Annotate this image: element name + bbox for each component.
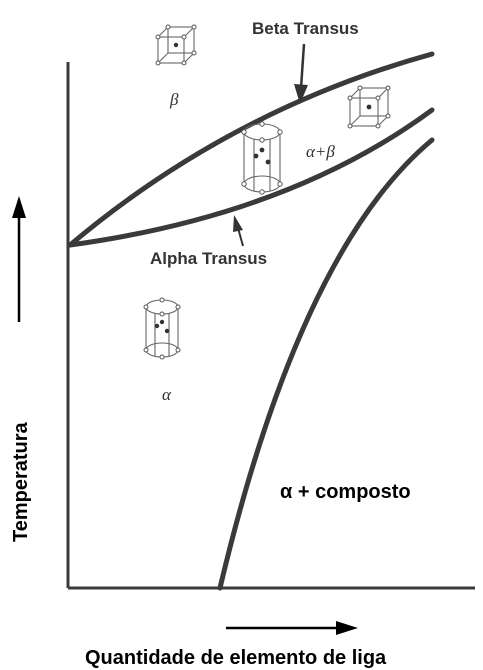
phase-alpha-label: α [162, 385, 172, 404]
phase-alpha-compound-label: α + composto [280, 481, 411, 503]
beta-transus-curve [67, 51, 435, 248]
alpha-transus-label: Alpha Transus [150, 249, 267, 268]
hcp-cell-icon-alpha [143, 297, 181, 360]
bcc-cell-icon [155, 24, 197, 66]
phase-alpha-beta-label: α+β [306, 142, 335, 161]
x-axis-label: Quantidade de elemento de liga [85, 647, 387, 669]
bcc-cell-icon-right [347, 85, 391, 129]
phase-beta-label: β [169, 90, 179, 109]
beta-transus-label: Beta Transus [252, 19, 359, 38]
y-axis-label: Temperatura [10, 421, 32, 542]
y-direction-arrow [12, 196, 26, 322]
hcp-cell-icon [241, 121, 283, 195]
alpha-transus-pointer [233, 215, 244, 247]
solvus-curve [217, 137, 435, 591]
alpha-transus-curve [67, 107, 435, 248]
beta-transus-pointer [294, 43, 308, 104]
x-direction-arrow [226, 621, 358, 635]
